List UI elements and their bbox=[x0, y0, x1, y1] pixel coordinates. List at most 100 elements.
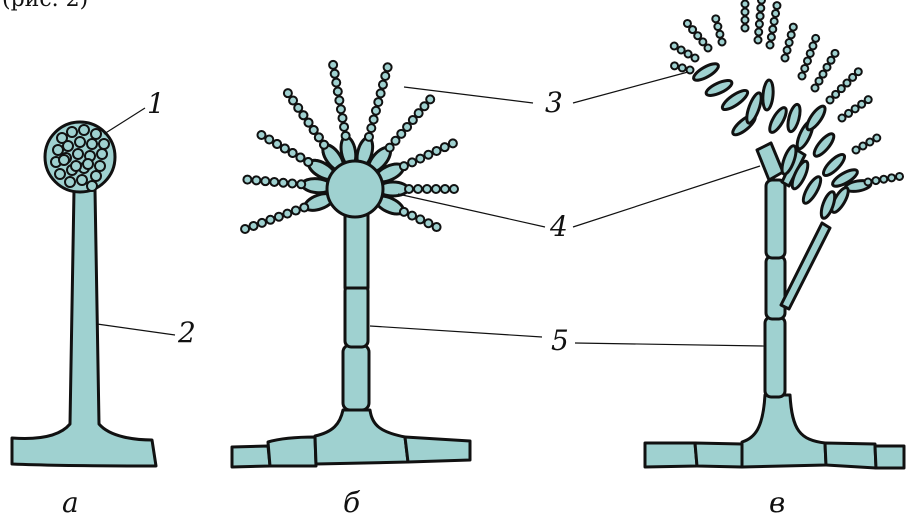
conidium bbox=[705, 45, 712, 52]
conidium bbox=[790, 24, 797, 31]
spore bbox=[63, 141, 73, 151]
spore bbox=[53, 145, 63, 155]
conidium bbox=[338, 114, 346, 122]
conidium bbox=[420, 102, 428, 110]
spore bbox=[67, 127, 77, 137]
panel-labels: а б в bbox=[62, 486, 785, 517]
phialide bbox=[762, 80, 775, 111]
conidium bbox=[678, 47, 685, 54]
conidium bbox=[768, 34, 775, 41]
conidium bbox=[771, 18, 778, 25]
spore bbox=[87, 139, 97, 149]
conidium bbox=[279, 179, 287, 187]
conidium bbox=[408, 158, 416, 166]
conidium bbox=[855, 68, 862, 75]
conidium bbox=[337, 105, 345, 113]
conidium bbox=[296, 154, 304, 162]
conidium bbox=[801, 65, 808, 72]
panel-label-b: б bbox=[343, 486, 361, 517]
conidium bbox=[671, 43, 678, 50]
spore bbox=[77, 175, 87, 185]
spore bbox=[83, 159, 93, 169]
conidium bbox=[381, 72, 389, 80]
conidium bbox=[265, 136, 273, 144]
conidium bbox=[685, 51, 692, 58]
conidium bbox=[756, 21, 763, 28]
conidium bbox=[757, 13, 764, 20]
conidium bbox=[423, 185, 431, 193]
conidium bbox=[820, 71, 827, 78]
spore bbox=[59, 155, 69, 165]
conidium bbox=[692, 55, 699, 62]
conidium bbox=[859, 143, 866, 150]
conidium bbox=[689, 26, 696, 33]
conidium bbox=[812, 35, 819, 42]
phialide bbox=[767, 105, 790, 134]
spore bbox=[95, 161, 105, 171]
panel-c-penicillium bbox=[645, 0, 904, 468]
conidium bbox=[865, 179, 872, 186]
conidium bbox=[370, 115, 378, 123]
conidium bbox=[397, 130, 405, 138]
conidium bbox=[758, 0, 765, 4]
conidium bbox=[300, 203, 308, 211]
conidium bbox=[335, 96, 343, 104]
conidium bbox=[400, 162, 408, 170]
conidium bbox=[250, 222, 258, 230]
conidium bbox=[270, 178, 278, 186]
phialide bbox=[804, 104, 828, 133]
phialide bbox=[811, 131, 837, 159]
conidium bbox=[719, 39, 726, 46]
conidium bbox=[773, 2, 780, 9]
leader-lines bbox=[97, 72, 765, 346]
phialide bbox=[819, 190, 838, 220]
panel-label-c: в bbox=[769, 486, 785, 517]
conidium bbox=[288, 180, 296, 188]
callout-4: 4 bbox=[549, 210, 568, 243]
panel-a-mucor bbox=[12, 122, 156, 466]
conidium bbox=[243, 176, 251, 184]
conidium bbox=[441, 143, 449, 151]
conidium bbox=[872, 177, 879, 184]
conidium bbox=[415, 109, 423, 117]
conidium bbox=[433, 147, 441, 155]
panel-c-substrate-hypha bbox=[645, 395, 904, 468]
conidium bbox=[416, 215, 424, 223]
conidium bbox=[405, 185, 413, 193]
conidium bbox=[782, 55, 789, 62]
conidium bbox=[684, 20, 691, 27]
conidium bbox=[284, 89, 292, 97]
conidium bbox=[716, 31, 723, 38]
conidium bbox=[414, 185, 422, 193]
spore bbox=[79, 125, 89, 135]
conidium bbox=[261, 177, 269, 185]
conidium bbox=[671, 62, 678, 69]
conidium bbox=[386, 144, 394, 152]
conidium bbox=[310, 126, 318, 134]
spore bbox=[91, 129, 101, 139]
conidium bbox=[866, 139, 873, 146]
conidium bbox=[699, 38, 706, 45]
conidium bbox=[299, 111, 307, 119]
conidium bbox=[365, 133, 373, 141]
conidium bbox=[824, 64, 831, 71]
leader-3b bbox=[404, 87, 533, 103]
phialide bbox=[786, 103, 803, 133]
conidium bbox=[786, 39, 793, 46]
conidium bbox=[804, 57, 811, 64]
conidium bbox=[816, 78, 823, 85]
panel-b-stalk bbox=[343, 209, 369, 410]
panel-a-substrate-hypha bbox=[12, 190, 156, 466]
leader-4c bbox=[573, 166, 760, 227]
conidium bbox=[742, 9, 749, 16]
conidium bbox=[384, 63, 392, 71]
conidium bbox=[334, 88, 342, 96]
conidium bbox=[391, 137, 399, 145]
conidium bbox=[424, 151, 432, 159]
conidium bbox=[289, 97, 297, 105]
panel-label-a: а bbox=[62, 486, 79, 517]
callout-5: 5 bbox=[551, 324, 569, 357]
leader-1 bbox=[104, 108, 145, 134]
conidium bbox=[273, 140, 281, 148]
conidium bbox=[843, 80, 850, 87]
